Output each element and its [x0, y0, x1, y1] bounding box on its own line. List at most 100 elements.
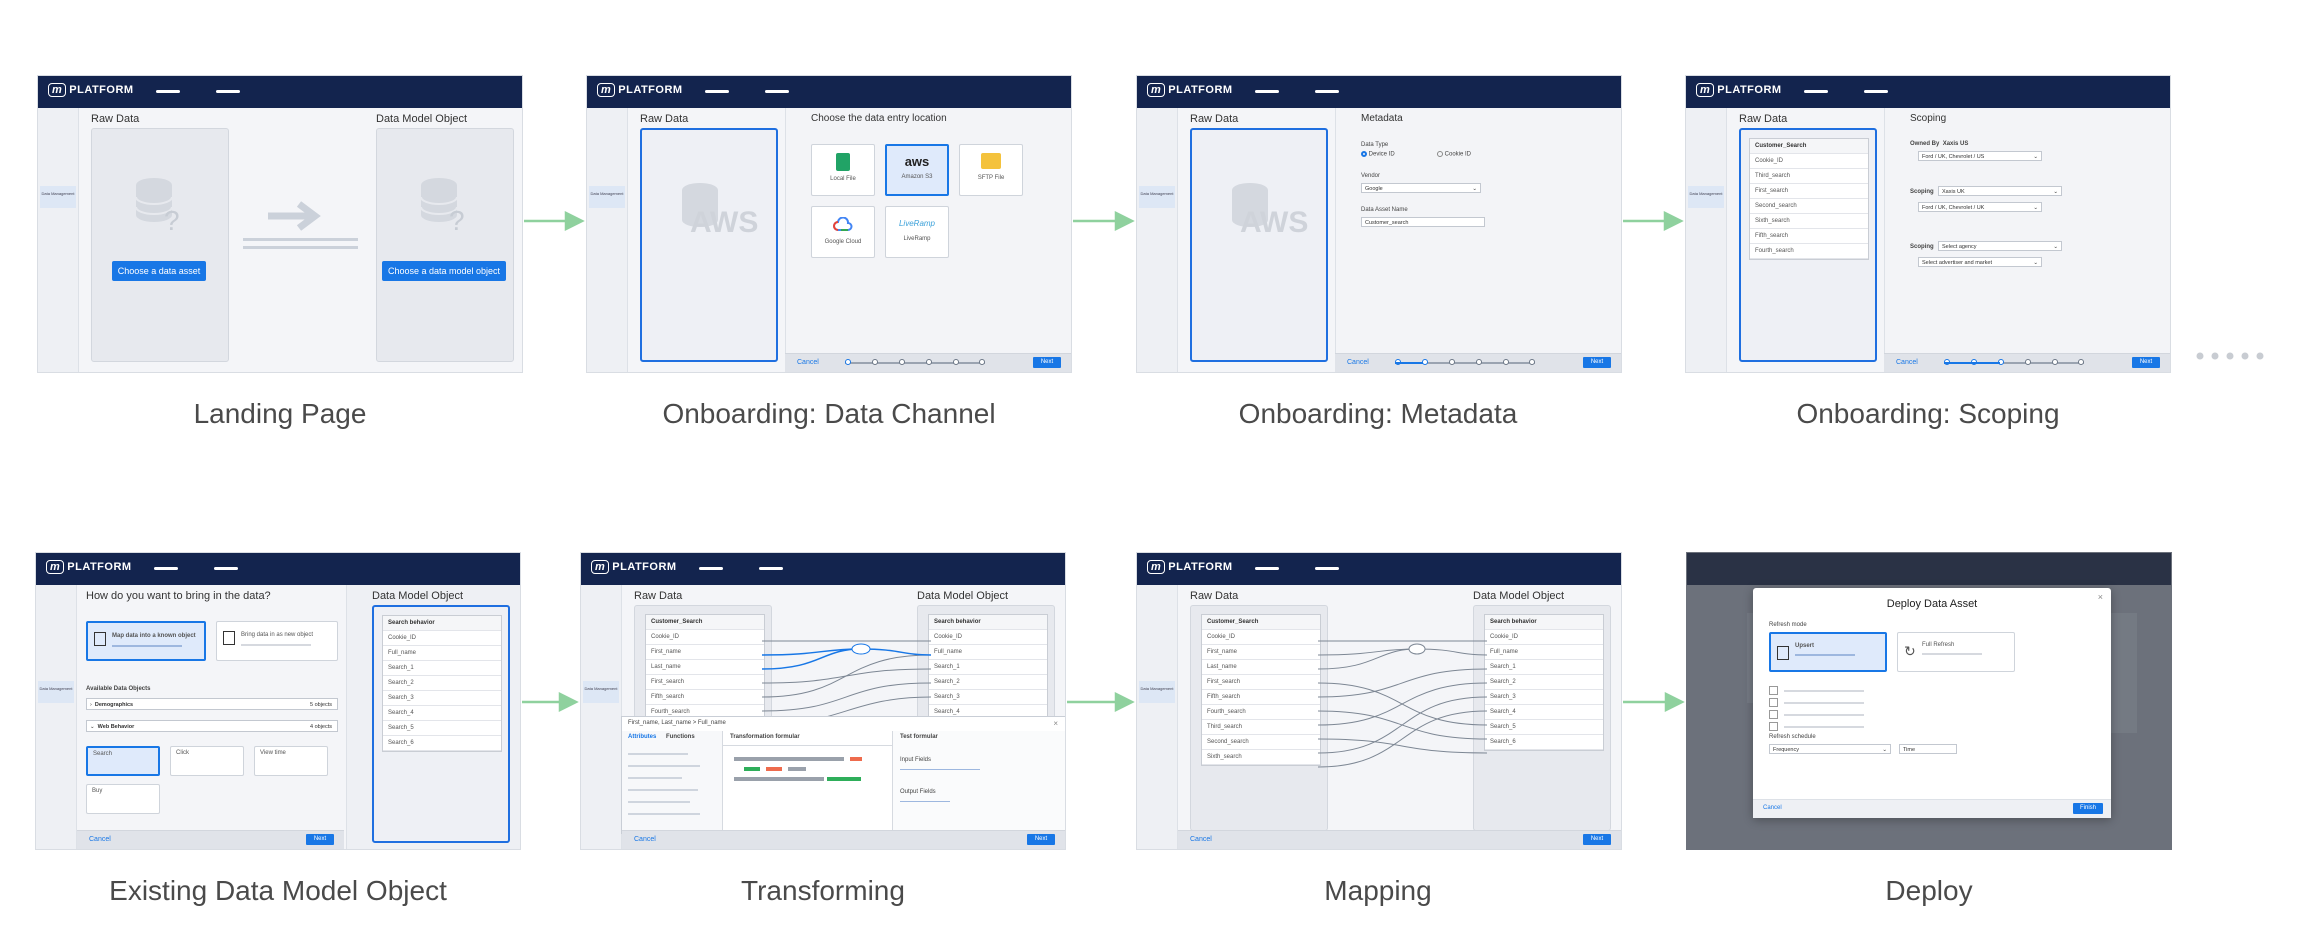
- checkbox[interactable]: [1769, 722, 1778, 731]
- next-button[interactable]: Next: [1583, 357, 1611, 368]
- wizard-footer: Cancel Next: [77, 830, 344, 849]
- nav-item[interactable]: [1255, 567, 1279, 570]
- cancel-link[interactable]: Cancel: [634, 836, 656, 843]
- option-map-known-object[interactable]: Map data into a known object: [86, 621, 206, 661]
- raw-data-panel: AWS: [640, 128, 778, 362]
- refresh-mode-label: Refresh mode: [1769, 622, 1807, 628]
- next-button[interactable]: Next: [1027, 834, 1055, 845]
- caption-scoping: Onboarding: Scoping: [1796, 398, 2060, 429]
- nav-item[interactable]: [1255, 90, 1279, 93]
- cancel-link[interactable]: Cancel: [1896, 359, 1918, 366]
- chevron-down-icon: ⌄: [2033, 260, 2038, 266]
- asset-name-input[interactable]: Customer_search: [1361, 217, 1485, 227]
- close-icon[interactable]: ×: [2097, 592, 2103, 602]
- nav-item[interactable]: [765, 90, 789, 93]
- nav-item[interactable]: [1315, 90, 1339, 93]
- caption-existing-dmo: Existing Data Model Object: [109, 875, 447, 906]
- vendor-select[interactable]: Google⌄: [1361, 183, 1481, 193]
- next-button[interactable]: Next: [306, 834, 334, 845]
- next-button[interactable]: Next: [1033, 357, 1061, 368]
- radio-cookie-id[interactable]: Cookie ID: [1437, 151, 1471, 158]
- sidebar: Data Management: [581, 585, 622, 849]
- tab-functions[interactable]: Functions: [666, 734, 695, 740]
- radio-device-id[interactable]: Device ID: [1361, 151, 1395, 158]
- nav-item[interactable]: [216, 90, 240, 93]
- web-item-view-time[interactable]: View time: [254, 746, 328, 776]
- cancel-link[interactable]: Cancel: [1763, 805, 1782, 811]
- data-entry-title: Choose the data entry location: [811, 113, 947, 124]
- sidebar-item-data-management[interactable]: Data Management: [1139, 186, 1175, 208]
- option-sftp-file[interactable]: SFTP File: [959, 144, 1023, 196]
- asset-name-label: Data Asset Name: [1361, 207, 1408, 213]
- scoping-select[interactable]: Xaxis UK⌄: [1938, 186, 2062, 196]
- next-button[interactable]: Next: [1583, 834, 1611, 845]
- raw-data-columns: Customer_Search Cookie_ID First_name Las…: [1201, 614, 1321, 766]
- sidebar-item-data-management[interactable]: Data Management: [1688, 186, 1724, 208]
- svg-text:?: ?: [449, 205, 465, 235]
- checkbox[interactable]: [1769, 698, 1778, 707]
- web-item-buy[interactable]: Buy: [86, 784, 160, 814]
- web-item-search[interactable]: Search: [86, 746, 160, 776]
- sidebar-item-data-management[interactable]: Data Management: [40, 186, 76, 208]
- option-google-cloud[interactable]: Google Cloud: [811, 206, 875, 258]
- sidebar-item-data-management[interactable]: Data Management: [583, 681, 619, 703]
- checkbox[interactable]: [1769, 710, 1778, 719]
- option-liveramp[interactable]: LiveRamp LiveRamp: [885, 206, 949, 258]
- sidebar-item-data-management[interactable]: Data Management: [1139, 681, 1175, 703]
- option-local-file[interactable]: Local File: [811, 144, 875, 196]
- google-cloud-icon: [833, 216, 853, 231]
- nav-item[interactable]: [1315, 567, 1339, 570]
- finish-button[interactable]: Finish: [2073, 803, 2103, 814]
- nav-item[interactable]: [154, 567, 178, 570]
- sidebar-item-data-management[interactable]: Data Management: [589, 186, 625, 208]
- data-model-object-title: Data Model Object: [372, 590, 464, 602]
- list-item: Third_search: [1750, 169, 1868, 184]
- sidebar-item-data-management[interactable]: Data Management: [38, 681, 74, 703]
- database-question-icon: ?: [420, 178, 465, 235]
- option-amazon-s3[interactable]: aws Amazon S3: [885, 144, 949, 196]
- owned-by-select[interactable]: Ford / UK, Chevrolet / US⌄: [1918, 151, 2042, 161]
- frequency-select[interactable]: Frequency⌄: [1769, 744, 1891, 754]
- scoping-label: Scoping: [1910, 189, 1934, 195]
- scoping-brands-select[interactable]: Ford / UK, Chevrolet / UK⌄: [1918, 202, 2042, 212]
- input-fields-label: Input Fields: [900, 757, 932, 763]
- advertiser-select[interactable]: Select advertiser and market⌄: [1918, 257, 2042, 267]
- nav-item[interactable]: [1804, 90, 1828, 93]
- caption-data-channel: Onboarding: Data Channel: [662, 398, 996, 429]
- choose-data-asset-button[interactable]: Choose a data asset: [112, 261, 206, 281]
- cancel-link[interactable]: Cancel: [797, 359, 819, 366]
- nav-item[interactable]: [214, 567, 238, 570]
- cancel-link[interactable]: Cancel: [1347, 359, 1369, 366]
- nav-item[interactable]: [705, 90, 729, 93]
- choose-data-model-object-button[interactable]: Choose a data model object: [382, 261, 506, 281]
- next-button[interactable]: Next: [2132, 357, 2160, 368]
- checkbox[interactable]: [1769, 686, 1778, 695]
- close-icon[interactable]: ×: [1053, 719, 1058, 728]
- cancel-link[interactable]: Cancel: [1190, 836, 1212, 843]
- nav-item[interactable]: [699, 567, 723, 570]
- cancel-link[interactable]: Cancel: [89, 836, 111, 843]
- metadata-title: Metadata: [1361, 113, 1403, 124]
- option-upsert[interactable]: Upsert: [1769, 632, 1887, 672]
- tab-attributes[interactable]: Attributes: [628, 734, 657, 740]
- time-input[interactable]: Time: [1899, 744, 1957, 754]
- nav-item[interactable]: [156, 90, 180, 93]
- agency-select[interactable]: Select agency⌄: [1938, 241, 2062, 251]
- web-item-click[interactable]: Click: [170, 746, 244, 776]
- caption-mapping: Mapping: [1324, 875, 1432, 906]
- sidebar: Data Management: [1137, 108, 1178, 372]
- nav-item[interactable]: [1864, 90, 1888, 93]
- nav-item[interactable]: [759, 567, 783, 570]
- sidebar: Data Management: [1137, 585, 1178, 849]
- caption-transforming: Transforming: [741, 875, 905, 906]
- aws-watermark: AWS: [1240, 206, 1309, 239]
- option-full-refresh[interactable]: ↻ Full Refresh: [1897, 632, 2015, 672]
- option-bring-new-object[interactable]: Bring data in as new object: [216, 621, 338, 661]
- data-model-object-title: Data Model Object: [917, 590, 1009, 602]
